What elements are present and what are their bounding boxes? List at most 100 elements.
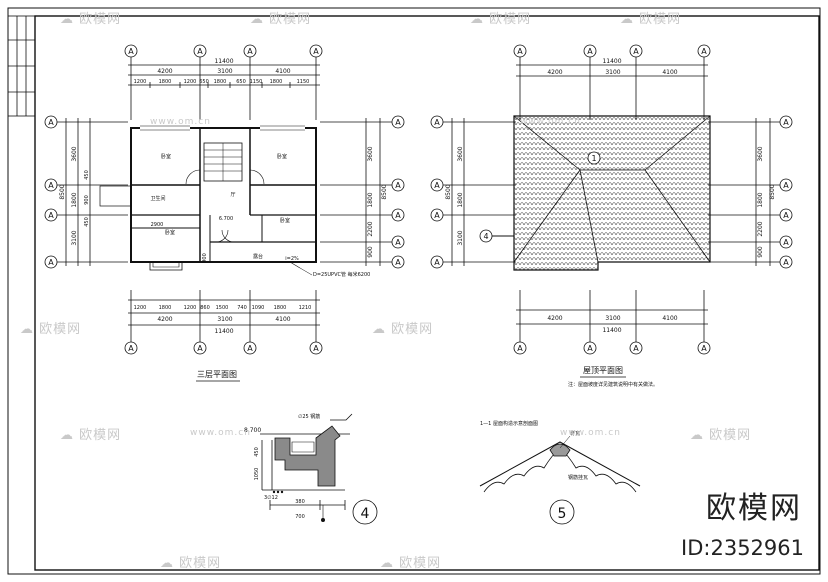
roof-axis-left-2: A [434, 181, 440, 190]
roof-left-dim-1: 3600 [457, 146, 464, 161]
floor-right-axes [320, 115, 405, 269]
floor-axis-bottom-3: A [247, 344, 253, 353]
roof-tile-area [513, 115, 711, 271]
cloud-logo-icon: ☁ [160, 556, 174, 571]
floor-span-900: 900 [202, 253, 208, 263]
floor-axis-bottom-2: A [197, 344, 203, 353]
detail-4-number: 4 [361, 506, 370, 522]
roof-bottom-axes [513, 290, 711, 355]
roof-axis-right-4: A [783, 238, 789, 247]
floor-top-dim-3: 4100 [275, 68, 290, 75]
watermark-1: ☁ 欧模网 [60, 8, 121, 27]
roof-axis-top-3: A [633, 47, 639, 56]
roof-right-dim-1: 3600 [757, 146, 764, 161]
floor-axis-bottom-4: A [313, 344, 319, 353]
roof-left-total: 8500 [445, 184, 452, 199]
roof-axis-left-3: A [434, 211, 440, 220]
floor-left-sub-3: 450 [84, 217, 90, 227]
cloud-logo-icon: ☁ [372, 322, 386, 337]
watermark-domain-1: www.om.cn [150, 117, 211, 127]
floor-bottom-sub-dims: 1200 1800 1200 860 1500 740 1090 1800 12… [134, 305, 312, 311]
floor-left-sub-2: 900 [84, 195, 90, 205]
roof-axis-top-4: A [701, 47, 707, 56]
cloud-logo-icon: ☁ [470, 12, 484, 27]
roof-plan: A A A A 11400 4200 3100 4100 A A A A 850… [430, 44, 793, 388]
roof-axis-left-1: A [434, 118, 440, 127]
floor-axis-left-3: A [48, 211, 54, 220]
floor-bottom-sub-6: 740 [237, 305, 247, 311]
floor-slope: i=2% [285, 256, 299, 262]
floor-top-sub-9: 1150 [297, 79, 310, 85]
watermark-domain-3: www.om.cn [190, 428, 251, 438]
roof-top-axes [513, 44, 711, 120]
room-bedroom-right: 卧室 [277, 153, 287, 160]
roof-ridges [513, 115, 711, 263]
watermark-text: 欧模网 [179, 556, 222, 571]
floor-bottom-sub-2: 1800 [159, 305, 172, 311]
watermark-text: 欧模网 [639, 12, 682, 27]
floor-bottom-dim-3: 4100 [275, 316, 290, 323]
watermark-10: ☁ 欧模网 [380, 552, 441, 571]
floor-top-sub-2: 1800 [159, 79, 172, 85]
roof-axis-bottom-3: A [633, 344, 639, 353]
floor-axis-top-3: A [247, 47, 253, 56]
roof-plan-title: 屋顶平面图 [583, 366, 623, 375]
roof-plan-note: 注：屋面坡度详见建筑说明中有关做法。 [568, 381, 658, 388]
floor-bottom-total: 11400 [214, 328, 233, 335]
detail-4-dim-700: 700 [295, 514, 305, 520]
floor-axis-left-2: A [48, 181, 54, 190]
room-toilet: 卫生间 [150, 195, 165, 202]
floor-axis-top-4: A [313, 47, 319, 56]
floor-plan: A A A A 11400 4200 3100 4100 1200 1800 1… [44, 44, 405, 382]
roof-axis-right-1: A [783, 118, 789, 127]
floor-left-total: 8500 [59, 184, 66, 199]
detail-4-dim-380: 380 [295, 499, 305, 505]
floor-axis-right-3: A [395, 211, 401, 220]
detail-4-annotation: ∅25 钢筋 [298, 413, 320, 420]
floor-left-dim-1: 3600 [71, 146, 78, 161]
roof-bottom-dim-2: 3100 [605, 315, 620, 322]
floor-level: 6.700 [219, 216, 233, 222]
floor-left-dim-3: 3100 [71, 230, 78, 245]
watermark-7: ☁ 欧模网 [60, 424, 121, 443]
roof-top-total: 11400 [602, 58, 621, 65]
cloud-logo-icon: ☁ [620, 12, 634, 27]
roof-marker-1: 1 [591, 154, 596, 163]
watermark-6: ☁ 欧模网 [372, 318, 433, 337]
detail-5-leader [559, 435, 571, 449]
floor-top-sub-1: 1200 [134, 79, 147, 85]
floor-bottom-dim-1: 4200 [157, 316, 172, 323]
floor-top-sub-7: 1150 [250, 79, 263, 85]
roof-axis-top-2: A [587, 47, 593, 56]
outer-border [7, 7, 821, 575]
floor-axis-right-2: A [395, 181, 401, 190]
floor-top-sub-5: 1800 [214, 79, 227, 85]
inner-border [34, 15, 820, 571]
floor-left-axes [44, 115, 128, 269]
watermark-text: 欧模网 [391, 322, 434, 337]
detail-4-section [274, 425, 341, 487]
roof-axis-top-1: A [517, 47, 523, 56]
cloud-logo-icon: ☁ [60, 428, 74, 443]
floor-top-sub-8: 1800 [270, 79, 283, 85]
watermark-2: ☁ 欧模网 [250, 8, 311, 27]
floor-bottom-dim-2: 3100 [217, 316, 232, 323]
floor-axis-top-1: A [128, 47, 134, 56]
floor-right-total: 8500 [381, 184, 388, 199]
roof-markers [479, 151, 601, 243]
floor-left-sub-1: 450 [84, 170, 90, 180]
detail-5-label2: 钢筋挂瓦 [568, 474, 588, 481]
roof-right-axes [708, 115, 793, 269]
floor-axis-right-1: A [395, 118, 401, 127]
watermark-text: 欧模网 [489, 12, 532, 27]
roof-marker-4: 4 [483, 232, 488, 241]
detail-5-label: 脊瓦 [570, 430, 580, 437]
roof-axis-bottom-4: A [701, 344, 707, 353]
cloud-logo-icon: ☁ [250, 12, 264, 27]
roof-top-dim-1: 4200 [547, 69, 562, 76]
floor-top-total: 11400 [214, 58, 233, 65]
watermark-text: 欧模网 [269, 12, 312, 27]
floor-bottom-sub-1: 1200 [134, 305, 147, 311]
cloud-logo-icon: ☁ [690, 428, 704, 443]
floor-right-dim-2: 1800 [367, 192, 374, 207]
